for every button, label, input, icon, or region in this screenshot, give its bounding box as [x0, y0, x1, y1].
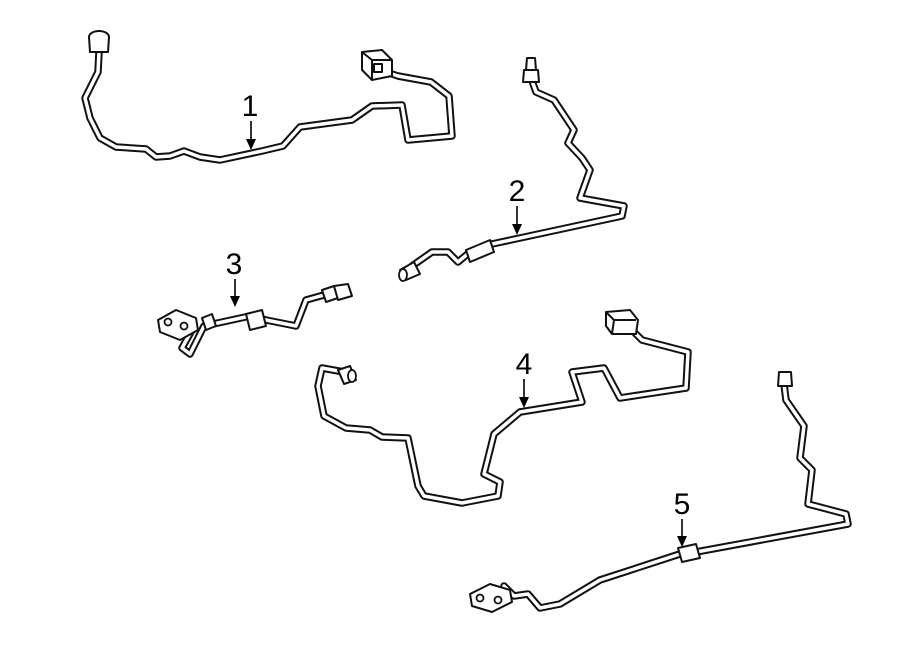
- callout-5: 5: [674, 488, 691, 547]
- callout-label-2: 2: [509, 175, 526, 208]
- callout-arrowhead-5: [677, 536, 687, 547]
- callout-3: 3: [226, 248, 243, 307]
- callout-label-4: 4: [516, 348, 533, 381]
- part-3-bracket: [157, 309, 199, 341]
- callout-label-5: 5: [674, 488, 691, 521]
- callout-2: 2: [509, 175, 526, 235]
- callout-label-3: 3: [226, 248, 243, 281]
- part-1-line: [81, 30, 456, 164]
- callout-4: 4: [516, 348, 533, 408]
- part-1-connector: [361, 49, 393, 81]
- part-4-connector: [605, 309, 639, 335]
- callout-arrowhead-3: [230, 296, 240, 307]
- part-4-line: [314, 309, 692, 507]
- callout-1: 1: [242, 90, 259, 150]
- callout-arrowhead-2: [512, 224, 522, 235]
- part-5-bracket: [469, 583, 513, 613]
- callout-arrowhead-1: [246, 139, 256, 150]
- part-5-line: [469, 371, 852, 613]
- callout-arrowhead-4: [519, 397, 529, 408]
- callout-label-1: 1: [242, 90, 259, 123]
- part-3-line: [157, 283, 353, 358]
- part-2-line: [398, 57, 628, 282]
